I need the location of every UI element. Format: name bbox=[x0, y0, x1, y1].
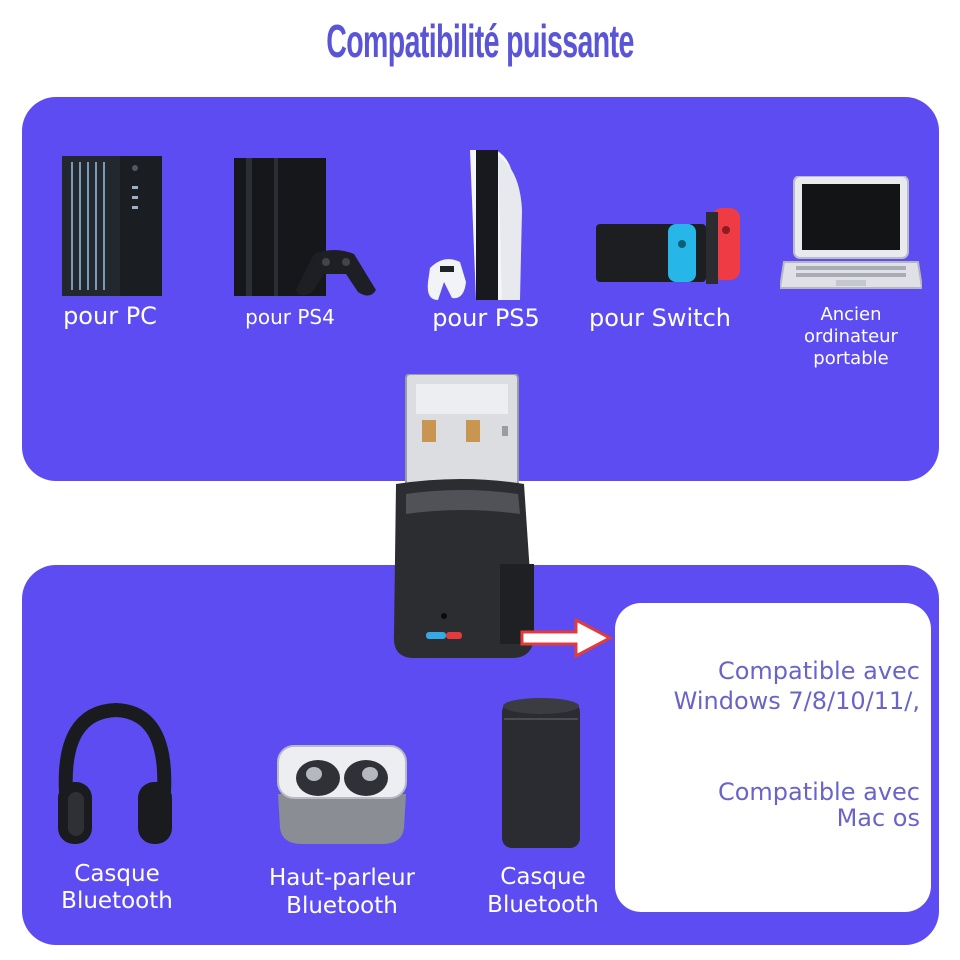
headphones-icon bbox=[58, 702, 172, 844]
laptop-label-1: Ancien bbox=[820, 304, 882, 325]
ps4-label: pour PS4 bbox=[245, 305, 335, 329]
switch-console-icon bbox=[596, 208, 740, 284]
earbuds-icon bbox=[277, 745, 407, 844]
pc-tower-icon bbox=[62, 156, 162, 296]
page-title: Compatibilité puissante bbox=[326, 15, 634, 67]
switch-label: pour Switch bbox=[589, 304, 731, 332]
ps4-console-icon bbox=[234, 158, 376, 296]
speaker-label-2: Bluetooth bbox=[487, 892, 599, 918]
ps5-console-icon bbox=[427, 150, 522, 300]
windows-line-1: Compatible avec bbox=[717, 657, 920, 685]
laptop-label-2: ordinateur bbox=[804, 326, 898, 347]
mac-line-1: Compatible avec bbox=[717, 778, 920, 806]
windows-line-2: Windows 7/8/10/11/, bbox=[673, 687, 920, 715]
laptop-label-3: portable bbox=[813, 348, 889, 369]
earbuds-label-2: Bluetooth bbox=[286, 893, 398, 919]
ps5-label: pour PS5 bbox=[432, 304, 540, 332]
arrow-right-icon bbox=[520, 618, 614, 658]
smart-speaker-icon bbox=[502, 698, 580, 848]
pc-label: pour PC bbox=[63, 302, 157, 330]
earbuds-label-1: Haut-parleur bbox=[268, 865, 415, 891]
os-info-box bbox=[615, 603, 931, 912]
headphones-label-1: Casque bbox=[74, 861, 160, 887]
headphones-label-2: Bluetooth bbox=[61, 888, 173, 914]
mac-line-2: Mac os bbox=[836, 804, 920, 832]
speaker-label-1: Casque bbox=[500, 864, 586, 890]
laptop-icon bbox=[780, 176, 922, 289]
usb-dongle-icon bbox=[393, 374, 534, 658]
